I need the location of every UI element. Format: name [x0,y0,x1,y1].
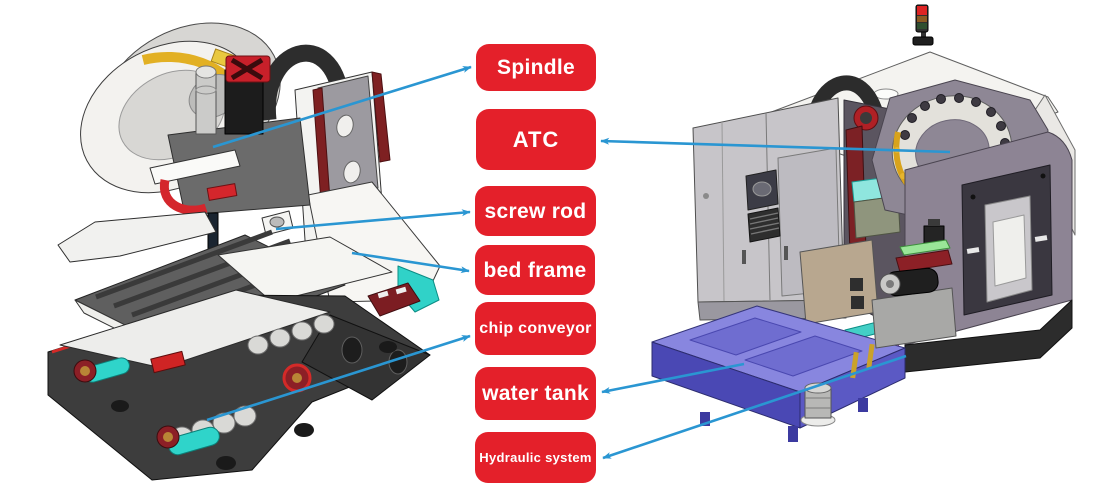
coolant-pump [800,343,875,427]
electrical-box [799,239,879,325]
arrow-bed-frame [351,251,470,274]
right-machine-illustration [651,4,1076,442]
water-tank-part [651,305,906,442]
label-atc: ATC [476,109,596,170]
spindle-assembly [149,55,311,276]
label-screw-rod: screw rod [475,186,596,236]
arrow-hydraulic-system [602,354,907,460]
arrow-atc [600,137,951,154]
machine-center [799,99,936,333]
arrow-water-tank [601,362,745,394]
cable-arch [258,44,350,121]
callout-arrows [206,65,951,460]
label-water-tank: water tank [475,367,596,420]
signal-tower [912,4,934,46]
label-bed-frame: bed frame [475,245,595,295]
hydraulic-unit [871,219,957,349]
left-machine-illustration [47,22,441,481]
label-hydraulic-system: Hydraulic system [475,432,596,483]
arrow-screw-rod [275,209,471,231]
arrow-chip-conveyor [206,334,471,422]
machine-base [47,282,431,481]
front-right-panel [904,131,1073,373]
arrow-spindle [212,65,472,149]
label-chip-conveyor: chip conveyor [475,302,596,355]
label-spindle: Spindle [476,44,596,91]
